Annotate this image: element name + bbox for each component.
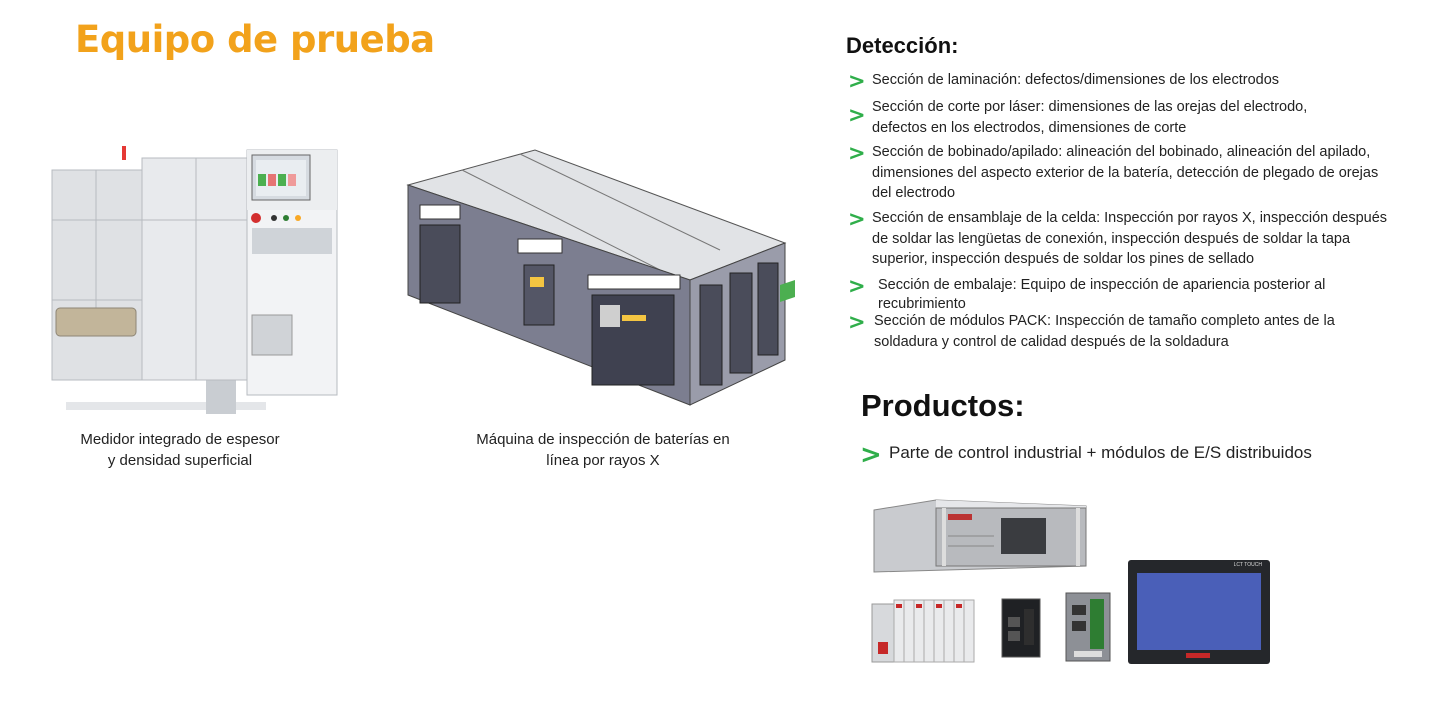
caption-line: Máquina de inspección de baterías en [476,431,730,448]
detection-item-packaging: > Sección de embalaje: Equipo de inspecc… [848,275,1428,314]
detection-item-text: Sección de bobinado/apilado: alineación … [872,144,1379,201]
xray-inspection-machine-image [400,145,800,415]
equipment-caption-thickness-gauge: Medidor integrado de espesor y densidad … [40,429,320,471]
detection-item-text: Sección de embalaje: Equipo de inspecció… [878,277,1326,312]
equipment-caption-xray-machine: Máquina de inspección de baterías en lín… [455,429,751,471]
industrial-pc-image [866,496,1096,578]
chevron-right-icon: > [848,207,866,231]
hmi-logo [1186,653,1210,658]
detection-item-lamination: > Sección de laminación: defectos/dimens… [848,69,1428,93]
detection-item-text: Sección de módulos PACK: Inspección de t… [874,313,1335,350]
hmi-brand-label: LCT TOUCH [1233,562,1262,568]
detection-item-text: Sección de ensamblaje de la celda: Inspe… [872,210,1388,267]
detection-item-cell-assembly: > Sección de ensamblaje de la celda: Ins… [848,208,1428,270]
hmi-screen [1137,573,1261,650]
products-item: > Parte de control industrial + módulos … [860,442,1420,468]
detection-item-winding-stacking: > Sección de bobinado/apilado: alineació… [848,142,1428,204]
io-modules-image [868,596,983,666]
detection-item-laser-cutting: > Sección de corte por láser: dimensione… [848,97,1428,138]
detection-heading: Detección: [846,33,959,58]
caption-line: y densidad superficial [107,452,253,469]
products-heading: Productos: [861,388,1025,423]
products-item-text: Parte de control industrial + módulos de… [889,443,1312,462]
remote-io-module-image [1064,591,1112,663]
chevron-right-icon: > [848,103,866,127]
detection-item-text: Sección de laminación: defectos/dimensio… [872,72,1280,88]
thickness-gauge-image [46,140,346,415]
plc-module-image [1000,597,1042,659]
chevron-right-icon: > [848,141,866,165]
detection-item-pack-modules: > Sección de módulos PACK: Inspección de… [848,311,1428,352]
page-title: Equipo de prueba [75,18,435,61]
chevron-right-icon: > [848,274,866,298]
hmi-touch-panel: LCT TOUCH [1128,560,1270,664]
chevron-right-icon: > [848,310,866,334]
caption-line: Medidor integrado de espesor [80,431,280,448]
detection-item-text: Sección de corte por láser: dimensiones … [872,99,1308,136]
caption-line: línea por rayos X [546,452,660,469]
chevron-right-icon: > [848,69,866,93]
chevron-right-icon: > [860,440,882,470]
